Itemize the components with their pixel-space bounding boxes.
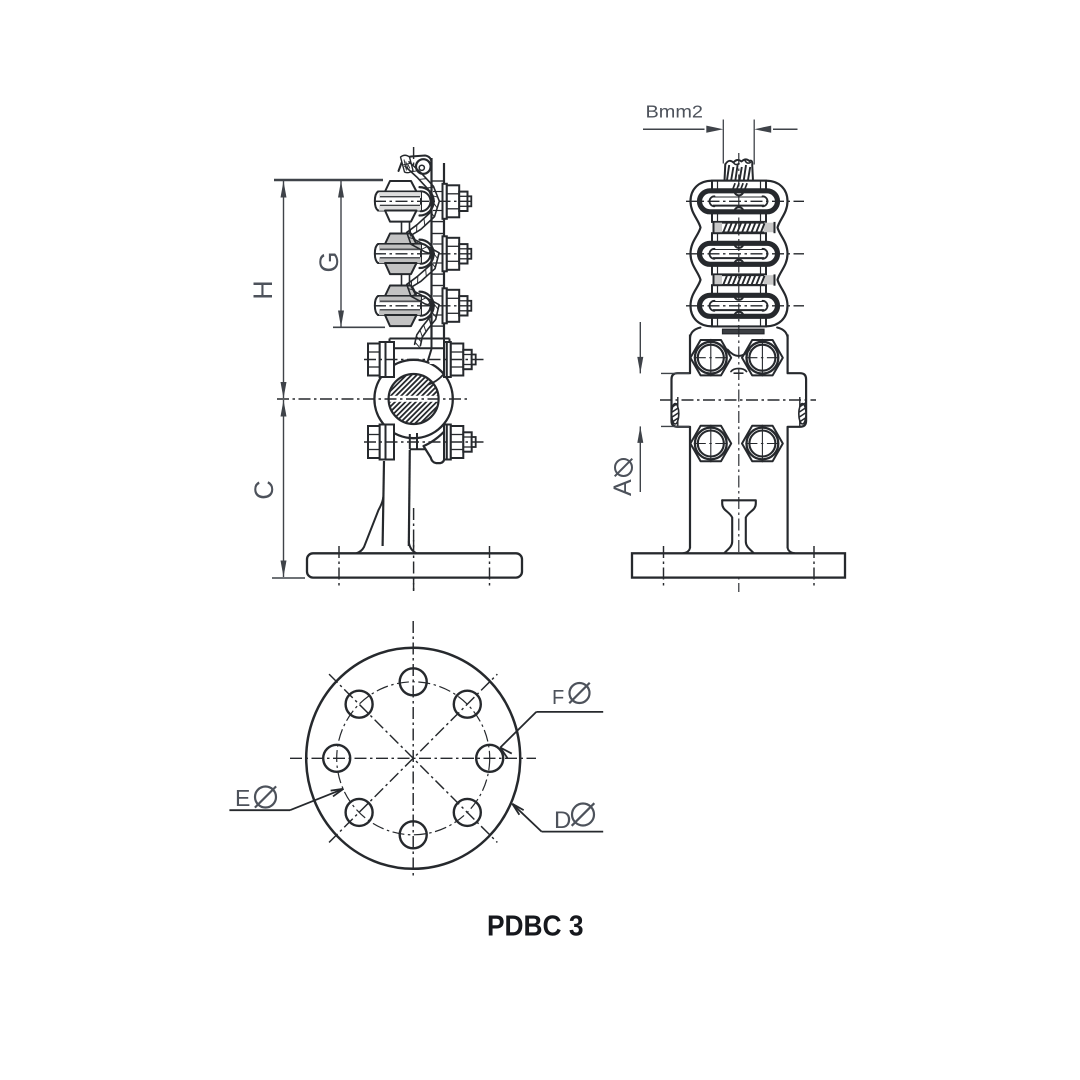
svg-text:C: C — [249, 480, 279, 500]
svg-text:F: F — [552, 687, 564, 709]
svg-text:PDBC 3: PDBC 3 — [487, 911, 584, 943]
svg-text:D: D — [554, 807, 571, 834]
svg-text:E: E — [235, 785, 250, 811]
svg-text:Bmm2: Bmm2 — [646, 102, 704, 122]
svg-text:A: A — [609, 479, 637, 496]
svg-text:G: G — [314, 251, 344, 272]
svg-text:H: H — [248, 280, 278, 300]
